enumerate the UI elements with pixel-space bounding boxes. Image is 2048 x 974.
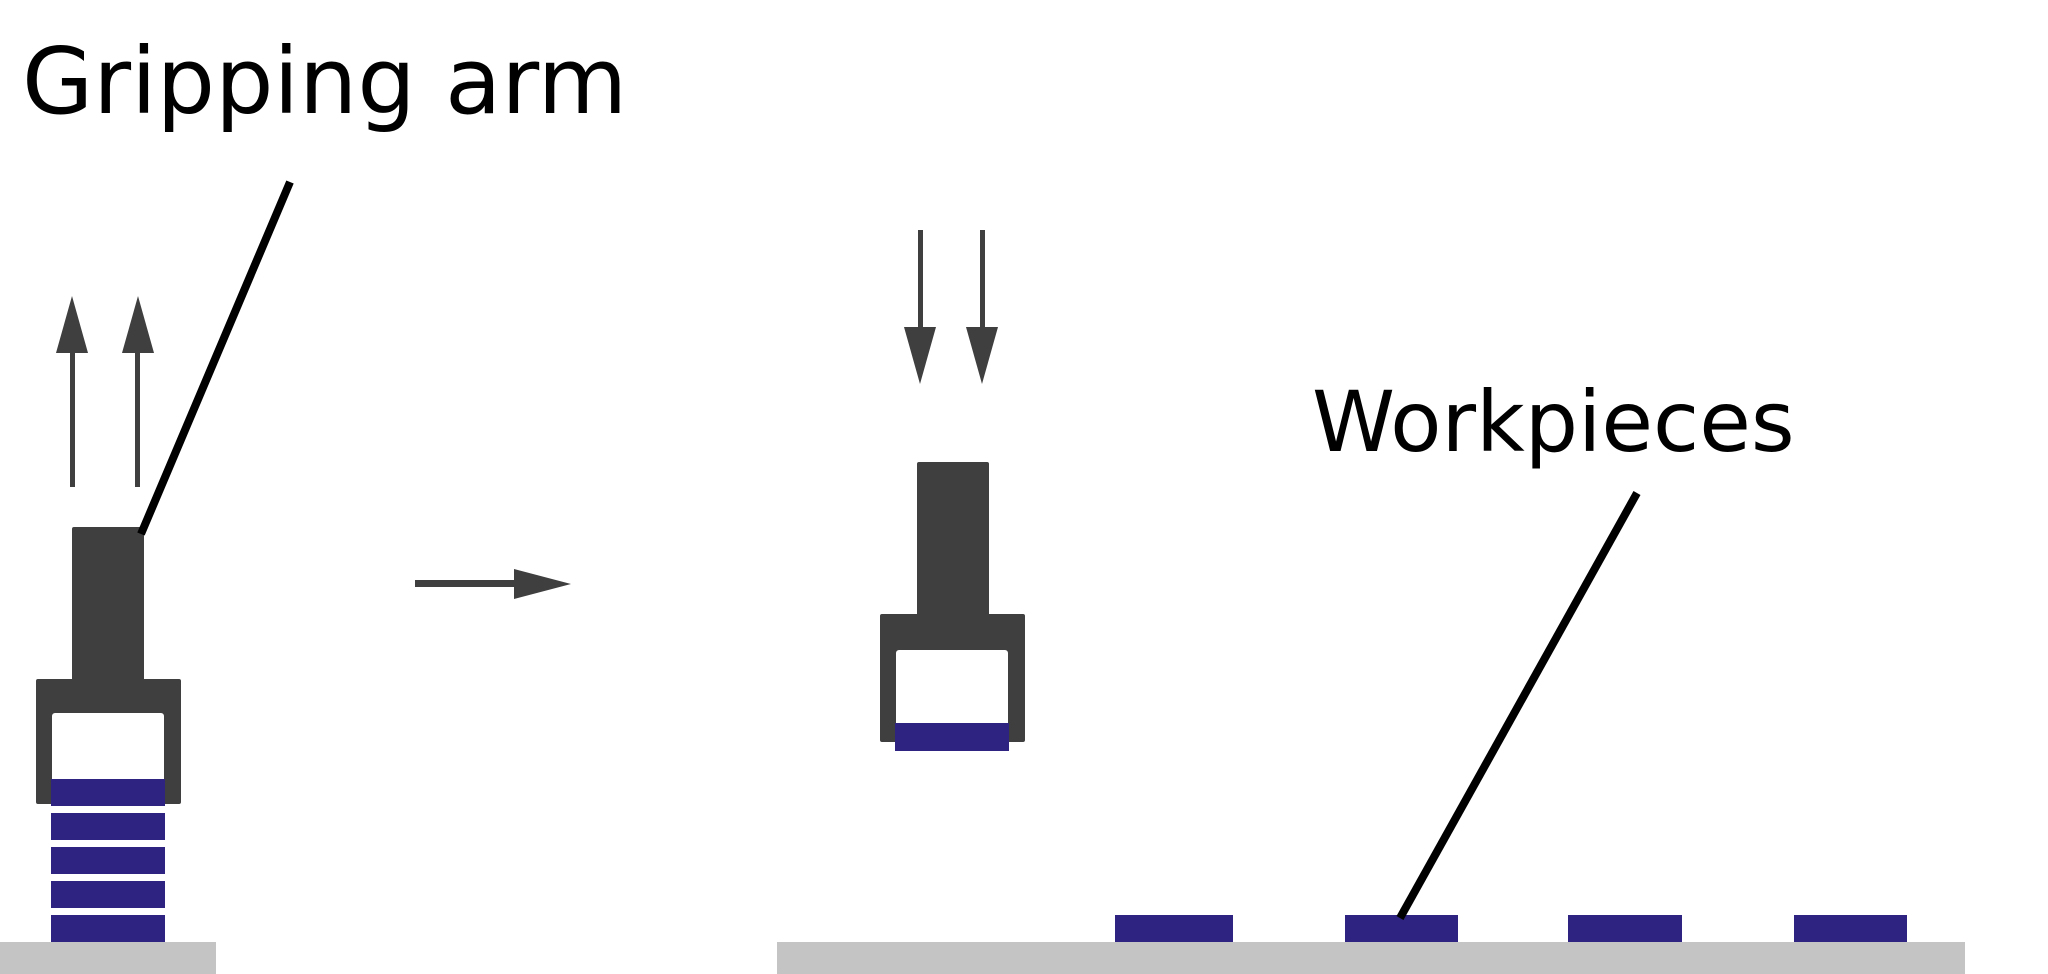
workpiece xyxy=(1115,915,1233,942)
left-workpiece-stack xyxy=(51,779,165,942)
workpiece xyxy=(1794,915,1907,942)
left-gripper xyxy=(36,527,181,804)
left-ground xyxy=(0,942,216,974)
workpiece xyxy=(51,847,165,874)
right-arrow-icon xyxy=(415,569,571,599)
up-arrow-icon xyxy=(122,296,154,487)
workpiece xyxy=(1568,915,1682,942)
down-arrow-icon xyxy=(904,230,936,384)
workpieces-leader-line xyxy=(1396,491,1641,920)
up-arrow-icon xyxy=(56,296,88,487)
gripping-arm-leader-line xyxy=(137,180,294,536)
gripped-workpiece xyxy=(895,723,1009,751)
down-arrow-icon xyxy=(966,230,998,384)
floor-workpieces xyxy=(1115,915,1907,942)
right-ground xyxy=(777,942,1965,974)
workpiece xyxy=(51,881,165,908)
workpiece xyxy=(51,813,165,840)
workpiece xyxy=(51,779,165,806)
middle-gripper xyxy=(880,462,1025,751)
gripping-arm-label: Gripping arm xyxy=(22,28,627,135)
workpiece xyxy=(51,915,165,942)
workpiece xyxy=(1345,915,1458,942)
workpieces-label: Workpieces xyxy=(1312,373,1795,471)
